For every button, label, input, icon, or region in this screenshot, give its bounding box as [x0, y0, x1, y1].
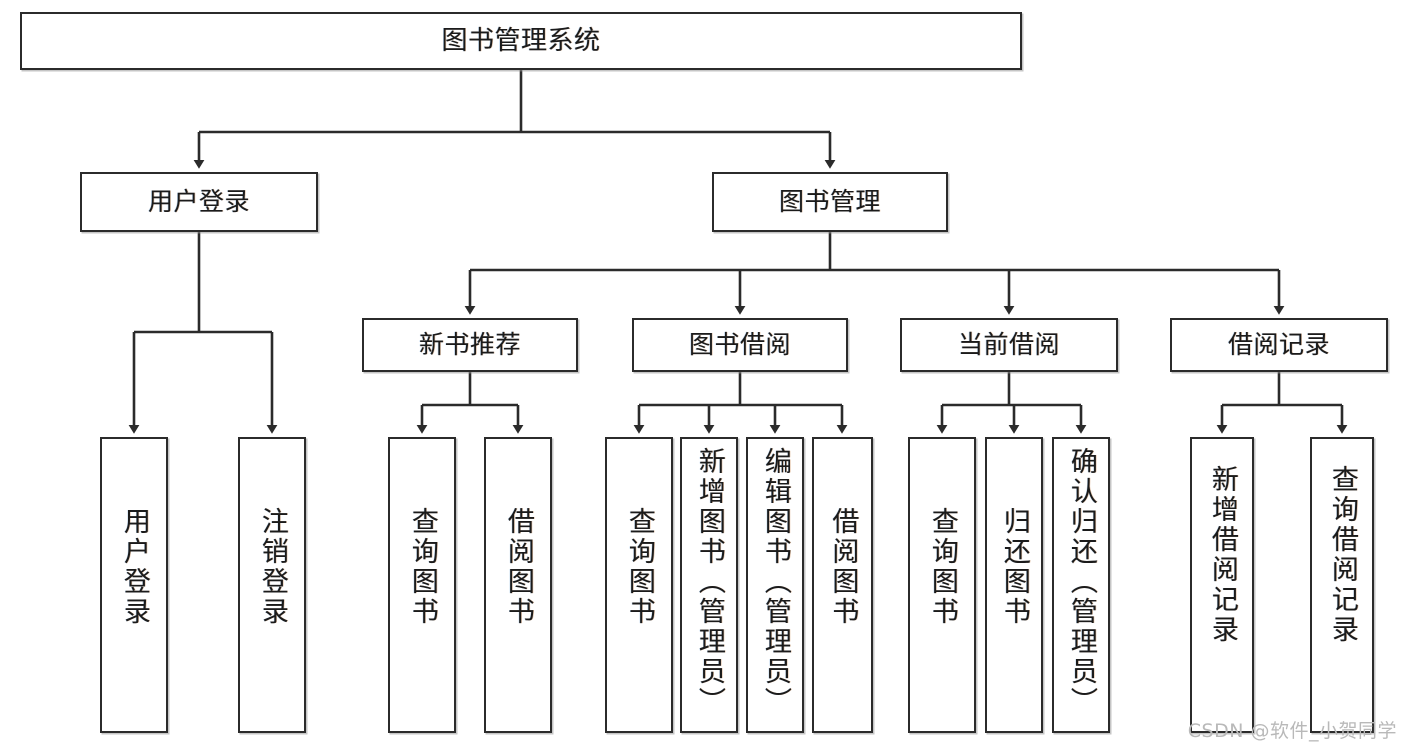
node-leaf-3[interactable]: 借阅图书 [484, 437, 552, 733]
node-leaf-2[interactable]: 查询图书 [388, 437, 456, 733]
node-level3-0-label: 新书推荐 [418, 330, 521, 360]
node-level3-0[interactable]: 新书推荐 [362, 318, 578, 372]
node-level3-3[interactable]: 借阅记录 [1170, 318, 1388, 372]
node-leaf-4-label: 查询图书 [623, 507, 655, 627]
node-leaf-9-label: 归还图书 [998, 507, 1030, 627]
node-leaf-10-label: 确认归还（管理员） [1065, 447, 1097, 717]
node-level3-3-label: 借阅记录 [1227, 330, 1330, 360]
node-leaf-6[interactable]: 编辑图书（管理员） [746, 437, 804, 733]
node-leaf-0-label: 用户登录 [118, 507, 150, 627]
node-leaf-5-label: 新增图书（管理员） [693, 447, 725, 717]
node-level3-2-label: 当前借阅 [957, 330, 1060, 360]
node-leaf-3-label: 借阅图书 [502, 507, 534, 627]
node-level2-0[interactable]: 用户登录 [80, 172, 318, 232]
node-level3-2[interactable]: 当前借阅 [900, 318, 1118, 372]
node-leaf-2-label: 查询图书 [406, 507, 438, 627]
node-leaf-1[interactable]: 注销登录 [238, 437, 306, 733]
node-leaf-12-label: 查询借阅记录 [1326, 465, 1358, 645]
node-leaf-9[interactable]: 归还图书 [985, 437, 1043, 733]
node-level3-1-label: 图书借阅 [688, 330, 791, 360]
node-leaf-11[interactable]: 新增借阅记录 [1190, 437, 1254, 733]
node-leaf-11-label: 新增借阅记录 [1206, 465, 1238, 645]
node-leaf-10[interactable]: 确认归还（管理员） [1052, 437, 1110, 733]
node-leaf-1-label: 注销登录 [256, 507, 288, 627]
node-leaf-7[interactable]: 借阅图书 [812, 437, 873, 733]
node-leaf-8[interactable]: 查询图书 [908, 437, 976, 733]
node-level2-1-label: 图书管理 [778, 187, 881, 217]
node-root-system[interactable]: 图书管理系统 [20, 12, 1022, 70]
node-leaf-8-label: 查询图书 [926, 507, 958, 627]
node-leaf-5[interactable]: 新增图书（管理员） [680, 437, 738, 733]
node-leaf-6-label: 编辑图书（管理员） [759, 447, 791, 717]
node-level2-1[interactable]: 图书管理 [712, 172, 948, 232]
node-leaf-7-label: 借阅图书 [827, 507, 859, 627]
node-level2-0-label: 用户登录 [147, 187, 250, 217]
node-leaf-12[interactable]: 查询借阅记录 [1310, 437, 1374, 733]
node-root-system-label: 图书管理系统 [441, 25, 601, 56]
node-leaf-4[interactable]: 查询图书 [605, 437, 673, 733]
node-leaf-0[interactable]: 用户登录 [100, 437, 168, 733]
node-level3-1[interactable]: 图书借阅 [632, 318, 848, 372]
